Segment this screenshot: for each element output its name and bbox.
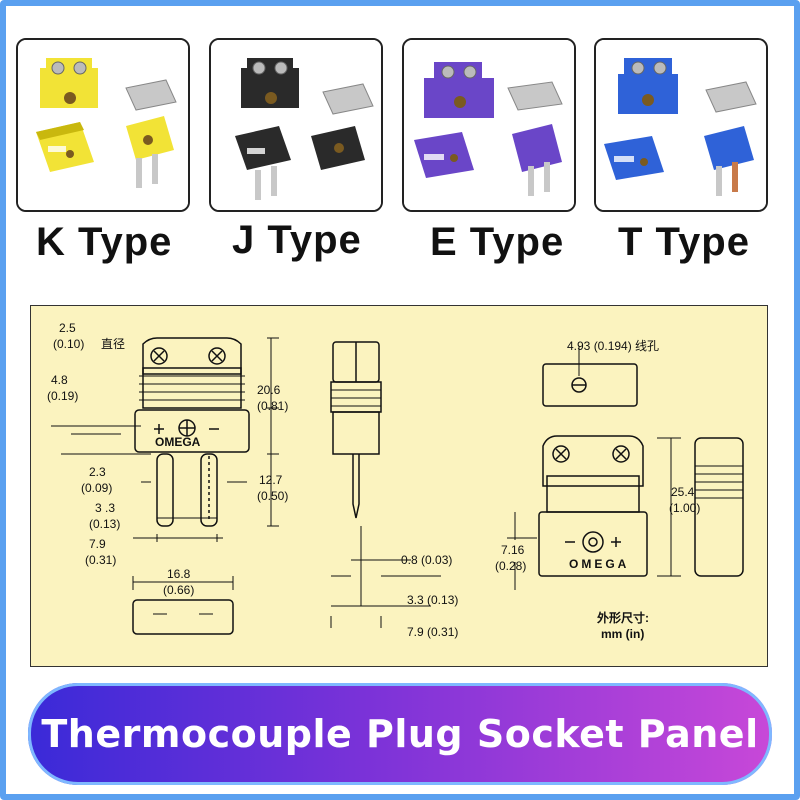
unit-note-2: mm (in)	[601, 627, 644, 641]
dim-c-in: (0.13)	[89, 517, 120, 531]
dim-a-value: 4.8	[51, 373, 68, 387]
photo-k-type	[16, 38, 190, 212]
socket-b-value: 7.16	[501, 543, 525, 557]
e-type-connector-image	[404, 40, 574, 210]
dim-d-in: (0.31)	[85, 553, 116, 567]
type-label-t: T Type	[618, 220, 750, 264]
dim-d-value: 7.9	[89, 537, 106, 551]
dim-f-in: (0.81)	[257, 399, 288, 413]
dim-g-value: 12.7	[259, 473, 283, 487]
socket-b-in: (0.28)	[495, 559, 526, 573]
type-label-k: K Type	[36, 220, 173, 264]
k-type-connector-image	[18, 40, 188, 210]
dimension-drawing: 2.5 (0.10) 直径 4.8 (0.19) 2.3 (0.09) 3 .3…	[30, 305, 768, 667]
dim-e-value: 16.8	[167, 567, 191, 581]
dimension-drawing-svg: 2.5 (0.10) 直径 4.8 (0.19) 2.3 (0.09) 3 .3…	[47, 321, 744, 641]
socket-h-in: (1.00)	[669, 501, 700, 515]
type-label-e: E Type	[430, 220, 565, 264]
dim-a-in: (0.19)	[47, 389, 78, 403]
side-pin-dim: 0.8 (0.03)	[401, 553, 452, 567]
dim-hole-in: (0.10)	[53, 337, 84, 351]
side-mid-dim: 3.3 (0.13)	[407, 593, 458, 607]
dim-f-value: 20.6	[257, 383, 281, 397]
socket-h-value: 25.4	[671, 485, 695, 499]
banner-title: Thermocouple Plug Socket Panel	[41, 712, 759, 756]
type-label-j: J Type	[232, 218, 362, 262]
wire-hole-dim: 4.93 (0.194) 线孔	[567, 339, 659, 353]
j-type-connector-image	[211, 40, 381, 210]
side-width-dim: 7.9 (0.31)	[407, 625, 458, 639]
t-type-connector-image	[596, 40, 766, 210]
dim-hole-value: 2.5	[59, 321, 76, 335]
title-banner: Thermocouple Plug Socket Panel	[28, 683, 772, 785]
dim-hole-note: 直径	[101, 337, 125, 351]
dim-g-in: (0.50)	[257, 489, 288, 503]
photo-j-type	[209, 38, 383, 212]
dim-b-in: (0.09)	[81, 481, 112, 495]
dim-e-in: (0.66)	[163, 583, 194, 597]
photo-t-type	[594, 38, 768, 212]
dim-c-value: 3 .3	[95, 501, 115, 515]
brand-label-plug: OMEGA	[155, 435, 201, 449]
photo-e-type	[402, 38, 576, 212]
dim-b-value: 2.3	[89, 465, 106, 479]
brand-label-socket: OMEGA	[569, 557, 629, 571]
unit-note-1: 外形尺寸:	[597, 610, 649, 625]
